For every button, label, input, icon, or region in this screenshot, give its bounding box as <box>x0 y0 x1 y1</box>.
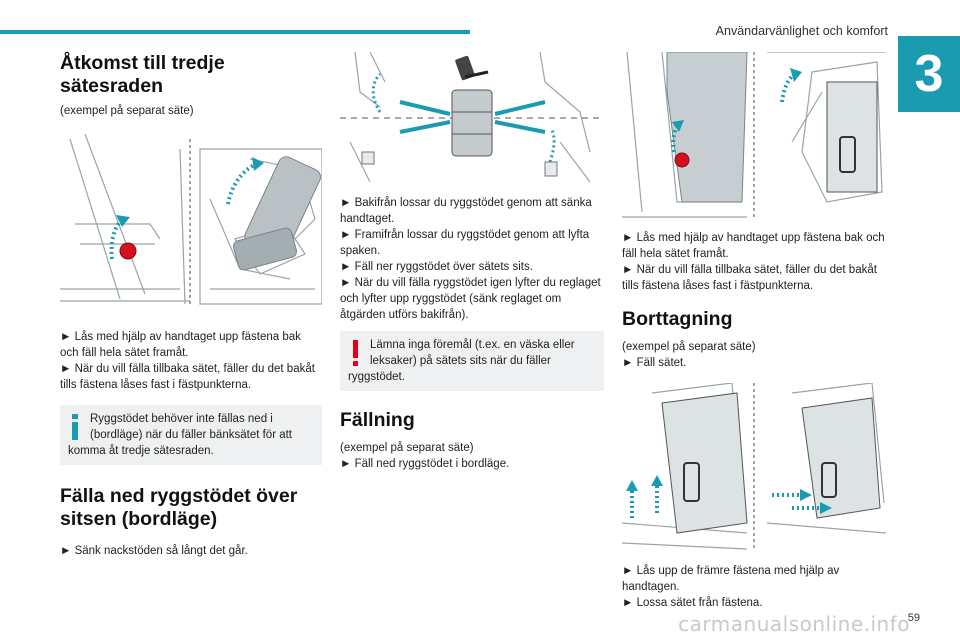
step-unlock-fold-forward: ► Lås med hjälp av handtaget upp fästena… <box>60 331 301 359</box>
heading-removal: Borttagning <box>622 308 733 330</box>
column-1: Åtkomst till tredje sätesraden (exempel … <box>60 52 322 559</box>
step-lower-headrests: ► Sänk nackstöden så långt det går. <box>60 545 248 557</box>
warning-note: Lämna inga föremål (t.ex. en väska eller… <box>340 331 604 391</box>
example-note: (exempel på separat säte) <box>340 442 474 454</box>
step-unlock-fold-forward: ► Lås med hjälp av handtaget upp fästena… <box>622 232 885 260</box>
column-3: ► Lås med hjälp av handtaget upp fästena… <box>622 52 886 611</box>
step-fold-back: ► När du vill fälla tillbaka sätet, fäll… <box>622 264 877 292</box>
chapter-number-tab: 3 <box>898 36 960 112</box>
info-icon <box>72 414 78 440</box>
step-fold-back: ► När du vill fälla tillbaka sätet, fäll… <box>60 363 315 391</box>
seat-fold-forward-illustration <box>60 129 322 309</box>
seat-removal-illustration <box>622 383 886 551</box>
page-number: 59 <box>907 612 920 624</box>
example-note: (exempel på separat säte) <box>622 341 756 353</box>
header-accent-bar <box>0 30 470 34</box>
step-release-from-rear: ► Bakifrån lossar du ryggstödet genom at… <box>340 197 592 225</box>
heading-access-third-row: Åtkomst till tredje sätesraden <box>60 52 225 97</box>
warning-note-text-line1: Lämna inga föremål (t.ex. en väska eller… <box>370 339 575 367</box>
step-release-from-front: ► Framifrån lossar du ryggstödet genom a… <box>340 229 590 257</box>
step-raise-backrest: ► När du vill fälla ryggstödet igen lyft… <box>340 277 601 321</box>
header-title: Användarvänlighet och komfort <box>715 24 888 38</box>
step-unlock-front-anchors: ► Lås upp de främre fästena med hjälp av… <box>622 565 840 593</box>
seat-fold-forward-illustration-2 <box>622 52 886 220</box>
backrest-release-illustration <box>340 52 604 187</box>
heading-folding: Fällning <box>340 409 415 431</box>
step-release-seat: ► Lossa sätet från fästena. <box>622 597 763 609</box>
info-note-text-line2: komma åt tredje sätesraden. <box>68 445 214 457</box>
step-fold-backrest: ► Fäll ner ryggstödet över sätets sits. <box>340 261 533 273</box>
heading-table-position: Fälla ned ryggstödet över sitsen (bordlä… <box>60 485 298 530</box>
watermark: carmanualsonline.info <box>678 612 910 636</box>
warning-note-text-line2: ryggstödet. <box>348 371 405 383</box>
column-2: ► Bakifrån lossar du ryggstödet genom at… <box>340 52 604 472</box>
example-note: (exempel på separat säte) <box>60 105 194 117</box>
info-note-text-line1: Ryggstödet behöver inte fällas ned i (bo… <box>90 413 293 441</box>
step-fold-seat: ► Fäll sätet. <box>622 357 687 369</box>
step-fold-to-table: ► Fäll ned ryggstödet i bordläge. <box>340 458 510 470</box>
warning-icon <box>353 340 358 366</box>
info-note: Ryggstödet behöver inte fällas ned i (bo… <box>60 405 322 465</box>
